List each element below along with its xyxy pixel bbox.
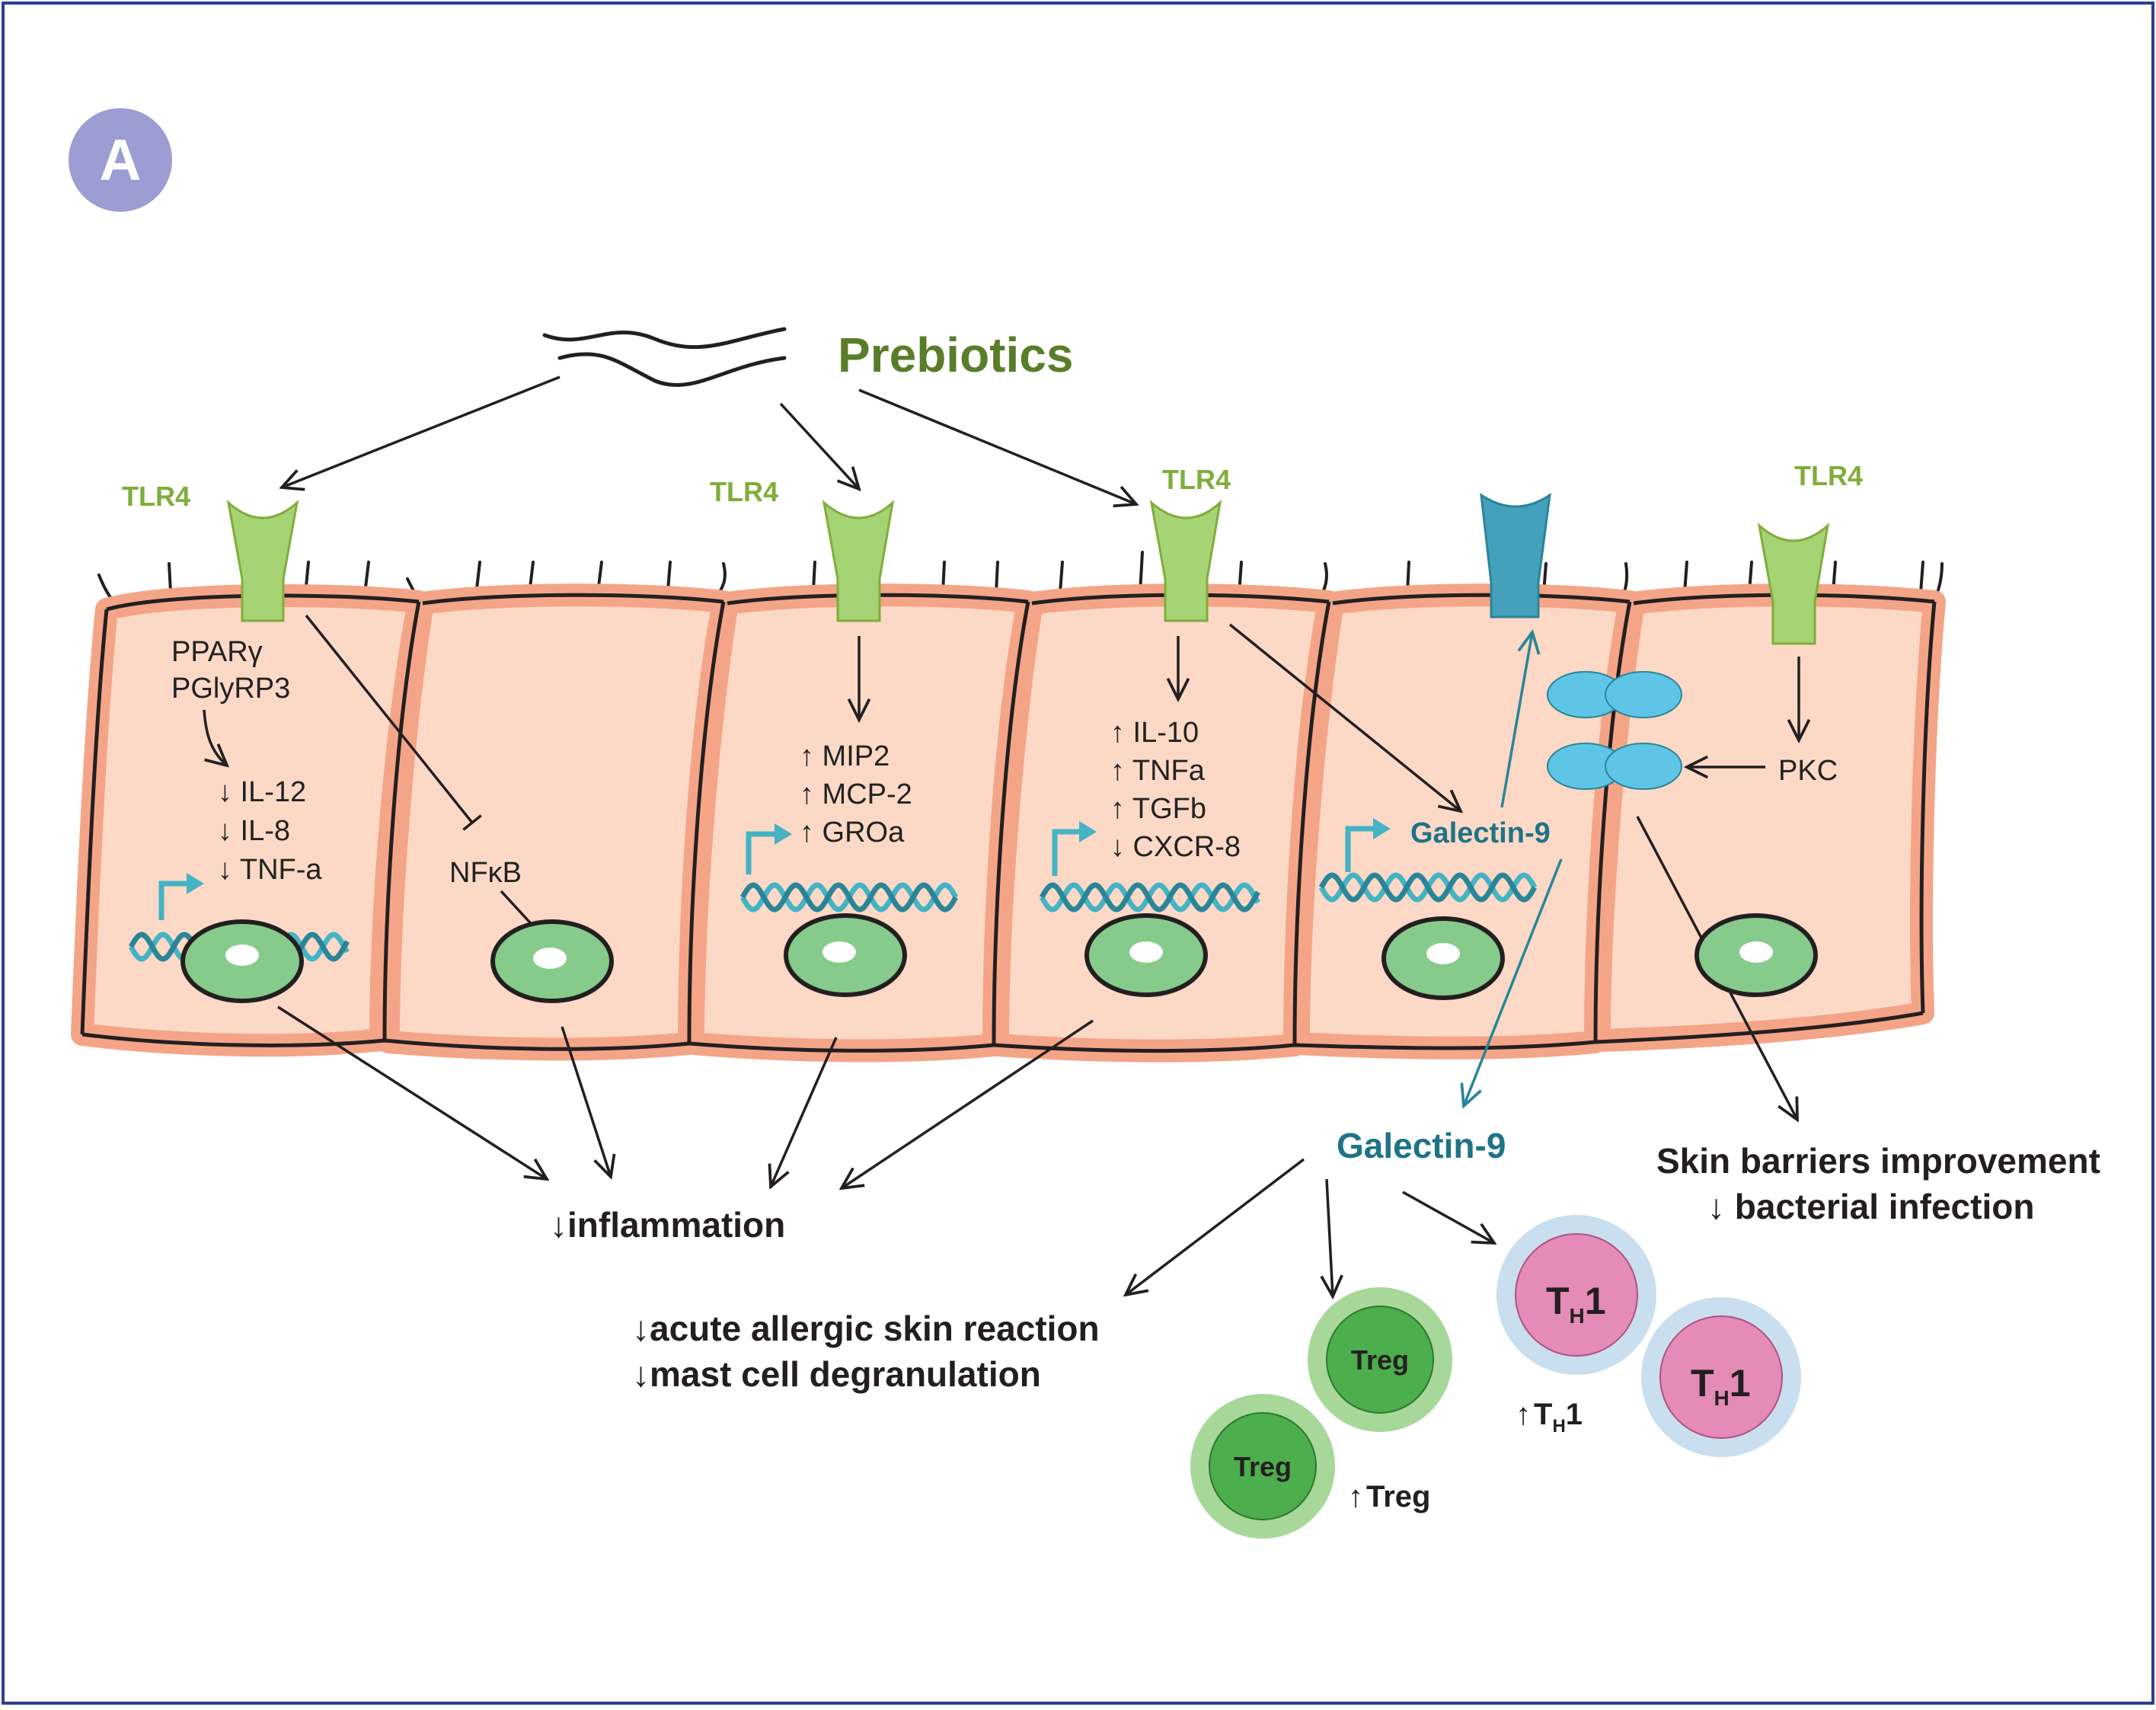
dna-strand-line <box>739 882 959 913</box>
arrow-galectin-receptor <box>1500 632 1532 808</box>
dna-strand-5 <box>1318 872 1538 903</box>
transcription-arrow-icon-4 <box>1052 829 1083 876</box>
arrow-prebiotics-tlr4-2 <box>779 402 859 489</box>
treg-increase-text: Treg <box>1366 1480 1430 1513</box>
treg-cell-2-label: Treg <box>1234 1451 1292 1482</box>
cell2-nfkb: NFκB <box>449 857 522 889</box>
arrow-galectin-allergy <box>1126 1158 1305 1295</box>
cell3-mip2: ↑ MIP2 <box>800 740 890 772</box>
arrow-cell2-inflammation <box>561 1026 611 1177</box>
nucleus-5 <box>1381 916 1505 1000</box>
arrow-cell3-inflammation <box>771 1037 838 1187</box>
galectin-secreted-label: Galectin-9 <box>1337 1126 1506 1165</box>
th1-increase-label: ↑TH1 <box>1516 1398 1583 1437</box>
dna-strand-4 <box>1039 882 1260 913</box>
galectin-receptor <box>1480 492 1551 618</box>
th1-increase-t: T <box>1534 1398 1552 1431</box>
skin-line2: ↓ bacterial infection <box>1707 1187 2034 1226</box>
th1-cell-2-t: T <box>1691 1362 1714 1405</box>
arrow-tlr4-3-galectin <box>1228 623 1461 811</box>
epithelium <box>71 583 1946 1063</box>
cell3-mcp2: ↑ MCP-2 <box>800 778 912 810</box>
transcription-arrow-icon-1 <box>158 881 190 920</box>
arrow-galectin-treg <box>1327 1178 1333 1296</box>
inhibit-tlr4-nfkb <box>305 614 482 831</box>
treg-cell-1-label: Treg <box>1351 1344 1409 1376</box>
skin-line1: Skin barriers improvement <box>1656 1141 2100 1181</box>
cell5-galectin: Galectin-9 <box>1410 817 1551 849</box>
th1-cell-1: TH1 <box>1496 1215 1656 1375</box>
arrow-galectin-secreted <box>1464 858 1563 1106</box>
tlr4-receptor-3 <box>1149 499 1222 622</box>
svg-text:TH1: TH1 <box>1546 1280 1606 1328</box>
transcription-arrow-icon-3 <box>746 831 778 874</box>
prebiotics-fiber-icon <box>542 327 787 387</box>
th1-increase-arrow: ↑ <box>1516 1398 1531 1431</box>
panel-badge-label: A <box>100 128 142 193</box>
tlr4-label-2: TLR4 <box>710 476 778 507</box>
cell4-tgfb: ↑ TGFb <box>1110 793 1206 825</box>
nucleus-6 <box>1694 913 1818 997</box>
allergy-line2: ↓mast cell degranulation <box>632 1354 1041 1394</box>
th1-cell-2: TH1 <box>1641 1297 1801 1457</box>
th1-cell-2-num: 1 <box>1730 1362 1751 1405</box>
cell4-il10: ↑ IL-10 <box>1110 717 1199 749</box>
dna-strand-line <box>1039 882 1260 913</box>
arrow-prebiotics-tlr4-1 <box>282 376 561 487</box>
th1-cell-1-t: T <box>1546 1280 1570 1322</box>
tlr4-receptor-2 <box>822 499 895 622</box>
arrow-galectin-th1 <box>1402 1191 1494 1243</box>
tight-junction-icon <box>1547 671 1682 790</box>
cell3-groa: ↑ GROa <box>800 817 905 849</box>
prebiotics-label: Prebiotics <box>838 328 1073 382</box>
cell1-pglyrp3: PGlyRP3 <box>171 673 290 705</box>
tlr4-label-3: TLR4 <box>1162 464 1231 495</box>
arrow-cell4-inflammation <box>842 1019 1094 1188</box>
tlr4-receptor-4 <box>1757 523 1830 645</box>
tlr4-receptor-1 <box>226 500 299 622</box>
treg-cell-1: Treg <box>1308 1287 1452 1432</box>
cell4-tnfa: ↑ TNFa <box>1110 755 1206 787</box>
nucleus-3 <box>784 913 907 997</box>
nucleus-1 <box>180 919 304 1003</box>
nucleus-2 <box>490 919 614 1003</box>
cell1-tnfa: ↓ TNF-a <box>218 854 322 886</box>
svg-text:TH1: TH1 <box>1691 1362 1751 1410</box>
nucleus-4 <box>1084 913 1208 997</box>
transcription-arrow-icon-5 <box>1345 826 1377 872</box>
cell6-pkc: PKC <box>1778 755 1838 787</box>
dna-strand-line <box>1318 872 1538 903</box>
treg-increase-label: ↑Treg <box>1348 1480 1430 1513</box>
treg-increase-arrow: ↑ <box>1348 1480 1363 1513</box>
th1-cell-1-num: 1 <box>1585 1280 1606 1322</box>
cell1-il12: ↓ IL-12 <box>218 776 306 808</box>
arrow-cell1-down <box>203 709 227 766</box>
th1-cell-1-h: H <box>1570 1304 1585 1328</box>
th1-increase-num: 1 <box>1566 1398 1583 1431</box>
tlr4-label-1: TLR4 <box>122 481 190 512</box>
cell1-ppar: PPARγ <box>171 636 263 668</box>
th1-increase-h: H <box>1552 1416 1565 1437</box>
treg-cell-2: Treg <box>1190 1394 1335 1539</box>
allergy-line1: ↓acute allergic skin reaction <box>632 1309 1100 1348</box>
dna-strand-3 <box>739 882 959 913</box>
cell4-cxcr8: ↓ CXCR-8 <box>1110 831 1241 863</box>
inflammation-label: ↓inflammation <box>550 1205 785 1245</box>
th1-cell-2-h: H <box>1714 1386 1730 1410</box>
cell1-il8: ↓ IL-8 <box>218 815 290 847</box>
tlr4-label-4: TLR4 <box>1794 460 1863 491</box>
arrow-prebiotics-tlr4-3 <box>858 388 1136 504</box>
panel-badge: A <box>69 108 172 212</box>
arrow-cell1-inflammation <box>277 1005 547 1179</box>
